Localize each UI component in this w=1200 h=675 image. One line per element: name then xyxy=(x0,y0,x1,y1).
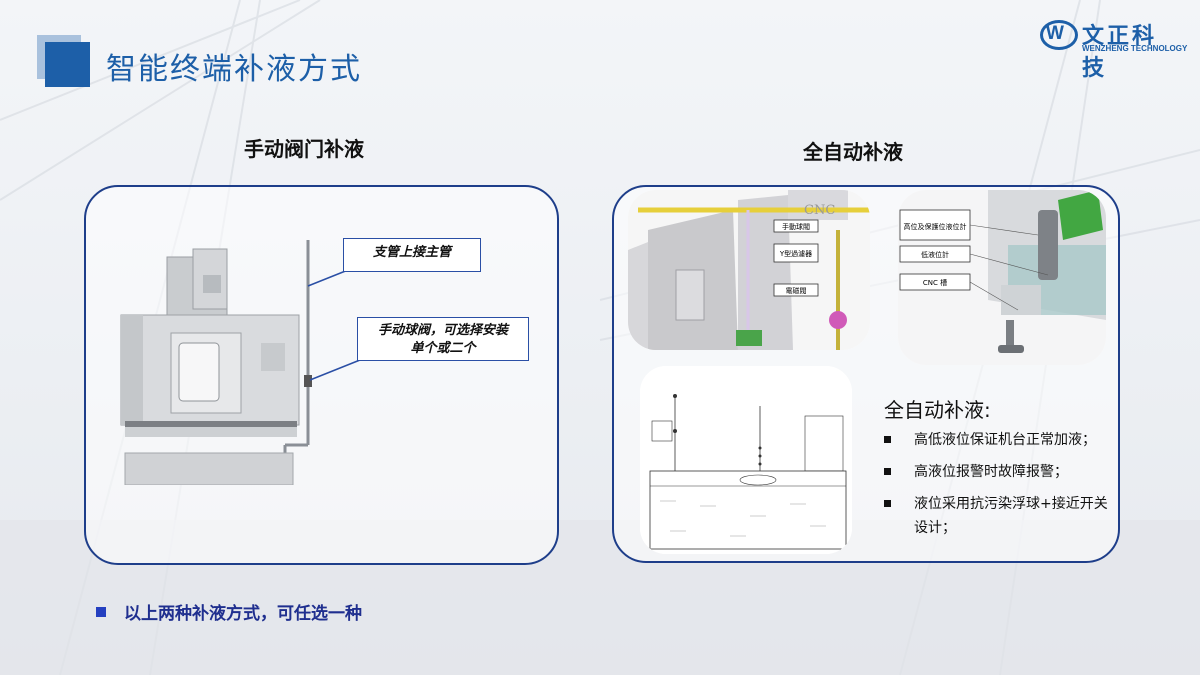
auto-heading: 全自动补液: xyxy=(884,398,991,422)
ball-valve-callout-line2: 单个或二个 xyxy=(410,341,476,356)
valve-assembly-image: 手動球閥 Y型過濾器 電磁閥 CNC xyxy=(628,190,870,350)
level-gauge-image: 高位及保護位液位計 低液位計 CNC 槽 xyxy=(898,190,1106,365)
img1-label-2: 電磁閥 xyxy=(786,286,807,295)
img2-label-1: 低液位計 xyxy=(921,250,949,259)
auto-section-title: 全自动补液 xyxy=(803,140,903,164)
bullet-icon xyxy=(96,607,106,617)
list-item: 高低液位保证机台正常加液； xyxy=(884,428,1109,452)
ball-valve-callout-line1: 手动球阀，可选择安装 xyxy=(377,323,508,338)
img2-label-0: 高位及保護位液位計 xyxy=(904,222,967,231)
logo-subtext: WENZHENG TECHNOLOGY xyxy=(1082,44,1188,53)
ball-valve-callout: 手动球阀，可选择安装 单个或二个 xyxy=(357,317,529,361)
page-title: 智能终端补液方式 xyxy=(106,52,362,87)
branch-pipe-callout: 支管上接主管 xyxy=(343,238,481,272)
bullet-icon xyxy=(884,436,891,443)
auto-feature-list: 高低液位保证机台正常加液； 高液位报警时故障报警； 液位采用抗污染浮球+接近开关… xyxy=(884,428,1109,548)
manual-section-title: 手动阀门补液 xyxy=(244,137,364,161)
img2-label-2: CNC 槽 xyxy=(923,278,947,287)
tank-schematic-image xyxy=(640,366,852,554)
list-item: 高液位报警时故障报警； xyxy=(884,460,1109,484)
footer-note: 以上两种补液方式，可任选一种 xyxy=(96,599,362,624)
img1-cnc-tag: CNC xyxy=(804,203,835,218)
bullet-icon xyxy=(884,468,891,475)
bullet-icon xyxy=(884,500,891,507)
cnc-machine-illustration xyxy=(120,240,312,485)
company-logo: W 文正科技 WENZHENG TECHNOLOGY xyxy=(1040,18,1187,81)
logo-mark-icon: W xyxy=(1040,20,1078,50)
img1-label-1: Y型過濾器 xyxy=(779,249,812,258)
list-item: 液位采用抗污染浮球+接近开关设计； xyxy=(884,492,1109,540)
title-accent xyxy=(37,35,91,87)
callout-leader-lines xyxy=(307,269,361,381)
logo-text: 文正科技 xyxy=(1082,24,1158,81)
img1-label-0: 手動球閥 xyxy=(782,222,810,231)
